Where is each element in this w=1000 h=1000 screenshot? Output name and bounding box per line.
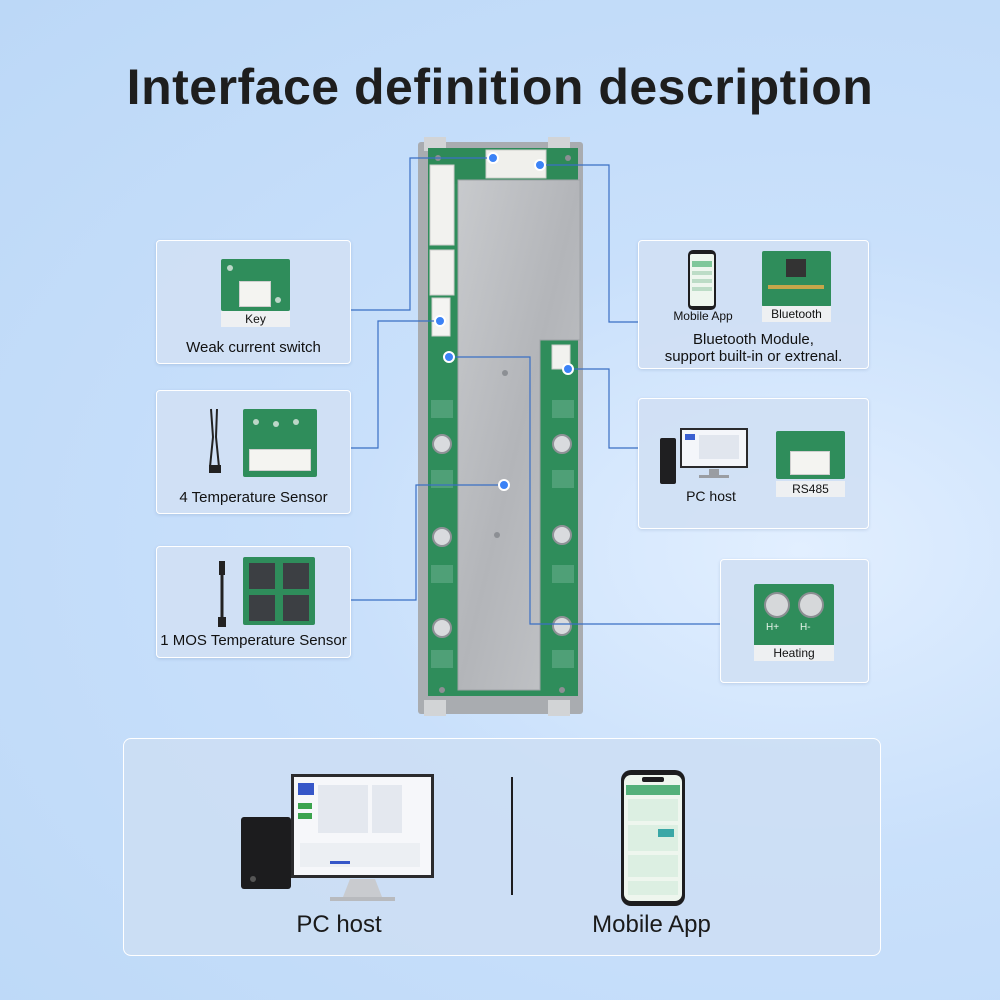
temp-sensor-caption: 4 Temperature Sensor [179,489,328,506]
rs485-label: RS485 [776,481,845,497]
bluetooth-label: Bluetooth [762,306,831,322]
bottom-panel: PC host Mobile App [123,738,881,956]
key-connector-image [221,259,290,311]
temperature-probe-icon [209,408,221,473]
connector-icon [790,451,830,475]
mos-sensor-card: 1 MOS Temperature Sensor [156,546,351,658]
key-card: Key Weak current switch [156,240,351,364]
key-caption: Weak current switch [186,339,321,356]
tower-pc-icon [241,817,291,889]
smartphone-icon [621,770,685,906]
temp-point-dot [434,315,446,327]
monitor-icon [291,774,434,901]
heating-point-dot [443,351,455,363]
heating-label: Heating [754,645,834,661]
bluetooth-caption-line2: support built-in or extrenal. [664,348,843,365]
connector-icon [239,281,271,307]
mos-point-dot [498,479,510,491]
mobile-app-label: Mobile App [673,309,733,323]
bluetooth-point-dot [534,159,546,171]
temperature-probe-icon [218,561,226,627]
heating-card: H+ H- Heating [720,559,869,683]
tower-pc-icon [660,438,676,484]
bluetooth-chip-icon [762,251,831,307]
heating-h-plus: H+ [766,622,780,633]
mos-board-image [243,557,315,625]
divider [511,777,513,895]
heating-h-minus: H- [800,622,811,633]
bluetooth-caption-line1: Bluetooth Module, [693,331,814,348]
bluetooth-card: Mobile App Bluetooth Bluetooth Module, s… [638,240,869,369]
key-point-dot [487,152,499,164]
smartphone-icon [688,250,716,310]
page-title: Interface definition description [126,59,874,115]
rs485-board-image [776,431,845,479]
connector-icon [249,449,311,471]
heating-board-image: H+ H- [754,584,834,648]
key-label: Key [221,311,290,327]
rs485-card: PC host RS485 [638,398,869,529]
bottom-pc-label: PC host [296,911,382,938]
bottom-app-label: Mobile App [592,911,711,938]
temp-sensor-board-image [243,409,317,477]
temp-sensor-card: 4 Temperature Sensor [156,390,351,514]
rs485-point-dot [562,363,574,375]
rs485-pc-label: PC host [686,488,736,504]
mos-caption: 1 MOS Temperature Sensor [160,632,347,649]
monitor-icon [680,428,748,478]
